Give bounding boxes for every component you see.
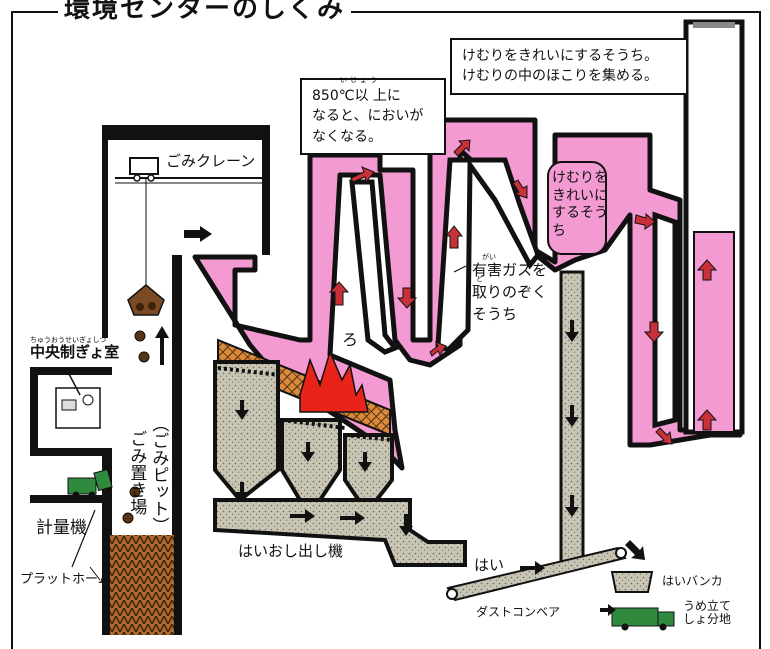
furnace-label: ろ: [342, 330, 359, 349]
gas-ruby-2: と: [476, 275, 483, 283]
ash-bunker-label: はいバンカ: [662, 574, 723, 588]
scale-label: 計量機: [36, 518, 87, 538]
ash-extractor-label: はいおし出し機: [238, 542, 344, 560]
chimney: [683, 19, 745, 435]
pit-label: （ごみピット）: [148, 415, 169, 534]
smoke-cleaner-box: [547, 161, 607, 255]
temperature-ruby: いじょう: [340, 76, 380, 84]
control-room-ruby: ちゅうおうせいぎょしつ: [30, 336, 107, 344]
grab-bucket-icon: [127, 284, 165, 316]
ash-label: はい: [474, 556, 505, 574]
smoke-callout: けむりをきれいにするそうち。 けむりの中のほこりを集める。: [450, 38, 688, 95]
platform-label: プラットホーム: [20, 572, 111, 587]
crane-trolley-icon: [129, 157, 159, 175]
control-room-label: 中央制ぎょ室: [30, 343, 120, 361]
flow-arrows: [328, 139, 718, 445]
operator-icon: [82, 394, 94, 406]
page-title: 環境センターのしくみ: [58, 0, 352, 26]
garbage-truck-icon: [67, 468, 113, 499]
crane-label: ごみクレーン: [166, 152, 256, 170]
smoke-cleaner-label: けむりを きれいに するそう ち: [552, 170, 608, 239]
garbage-pit: [102, 125, 270, 635]
platform: [30, 468, 113, 568]
landfill-label: うめ立て しょ分地: [683, 599, 732, 627]
gas-ruby: がい: [482, 253, 496, 261]
dust-conveyor: [446, 546, 627, 602]
garbage-truck-icon: [611, 607, 675, 631]
conveyor-label: ダストコンベア: [476, 605, 561, 619]
pit-sublabel: ごみ置き場: [126, 430, 147, 515]
ash-extractor: [213, 498, 467, 567]
ash-arrows: [184, 226, 645, 616]
temperature-callout: 850℃以 上に なると、においが なくなる。: [300, 78, 446, 155]
fire-icon: [299, 349, 369, 413]
control-room: [30, 367, 112, 456]
ash-bunker: [610, 571, 675, 631]
frame: [11, 11, 761, 649]
gas-remover-label: 有害ガスを 取りのぞく そうち: [472, 261, 548, 323]
